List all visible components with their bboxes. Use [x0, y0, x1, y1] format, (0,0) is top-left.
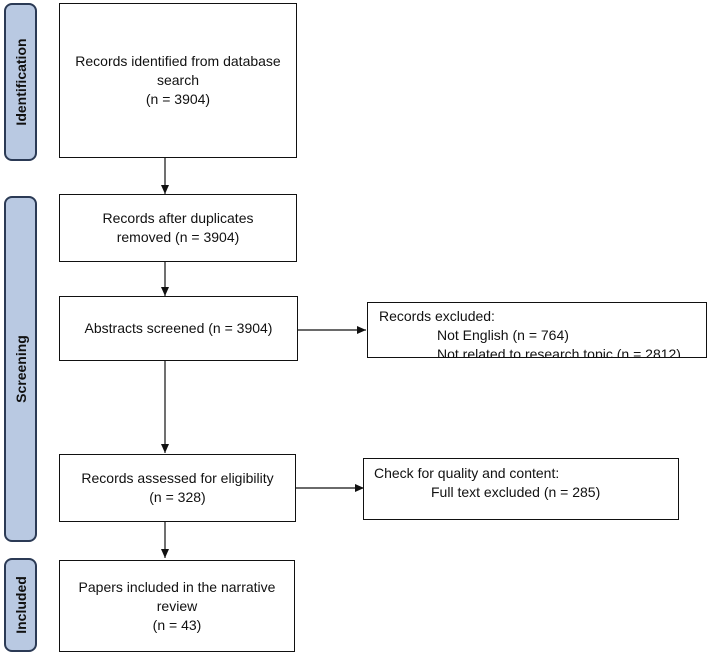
- papers-included-line2: review: [156, 597, 198, 614]
- eligibility-count: (n = 328): [149, 489, 206, 505]
- stage-tab-identification: Identification: [4, 3, 37, 161]
- duplicates-removed-line2: removed (n = 3904): [116, 229, 240, 245]
- records-excluded-title: Records excluded:: [379, 308, 495, 324]
- papers-included-box: Papers included in the narrative review …: [59, 560, 295, 652]
- records-identified-box: Records identified from database search …: [59, 3, 297, 158]
- abstracts-screened-label: Abstracts screened (n = 3904): [84, 320, 273, 336]
- quality-check-title: Check for quality and content:: [374, 465, 560, 481]
- stage-tab-included: Included: [4, 558, 37, 652]
- quality-check-full-text-excluded: Full text excluded (n = 285): [431, 484, 601, 500]
- duplicates-removed-box: Records after duplicates removed (n = 39…: [59, 194, 297, 262]
- records-identified-count: (n = 3904): [145, 91, 211, 107]
- eligibility-line1: Records assessed for eligibility: [81, 470, 274, 486]
- papers-included-count: (n = 43): [152, 616, 202, 633]
- records-excluded-not-english: Not English (n = 764): [437, 327, 569, 343]
- papers-included-line1: Papers included in the narrative: [78, 578, 276, 595]
- records-excluded-not-related: Not related to research topic (n = 2812): [437, 346, 681, 358]
- duplicates-removed-line1: Records after duplicates: [102, 210, 254, 226]
- eligibility-box: Records assessed for eligibility (n = 32…: [59, 454, 296, 522]
- abstracts-screened-box: Abstracts screened (n = 3904): [59, 296, 298, 361]
- records-identified-line2: search: [156, 72, 199, 88]
- records-excluded-box: Records excluded: Not English (n = 764) …: [367, 302, 707, 358]
- stage-tab-screening: Screening: [4, 196, 37, 542]
- records-identified-line1: Records identified from database: [75, 53, 281, 69]
- quality-check-box: Check for quality and content: Full text…: [363, 458, 679, 520]
